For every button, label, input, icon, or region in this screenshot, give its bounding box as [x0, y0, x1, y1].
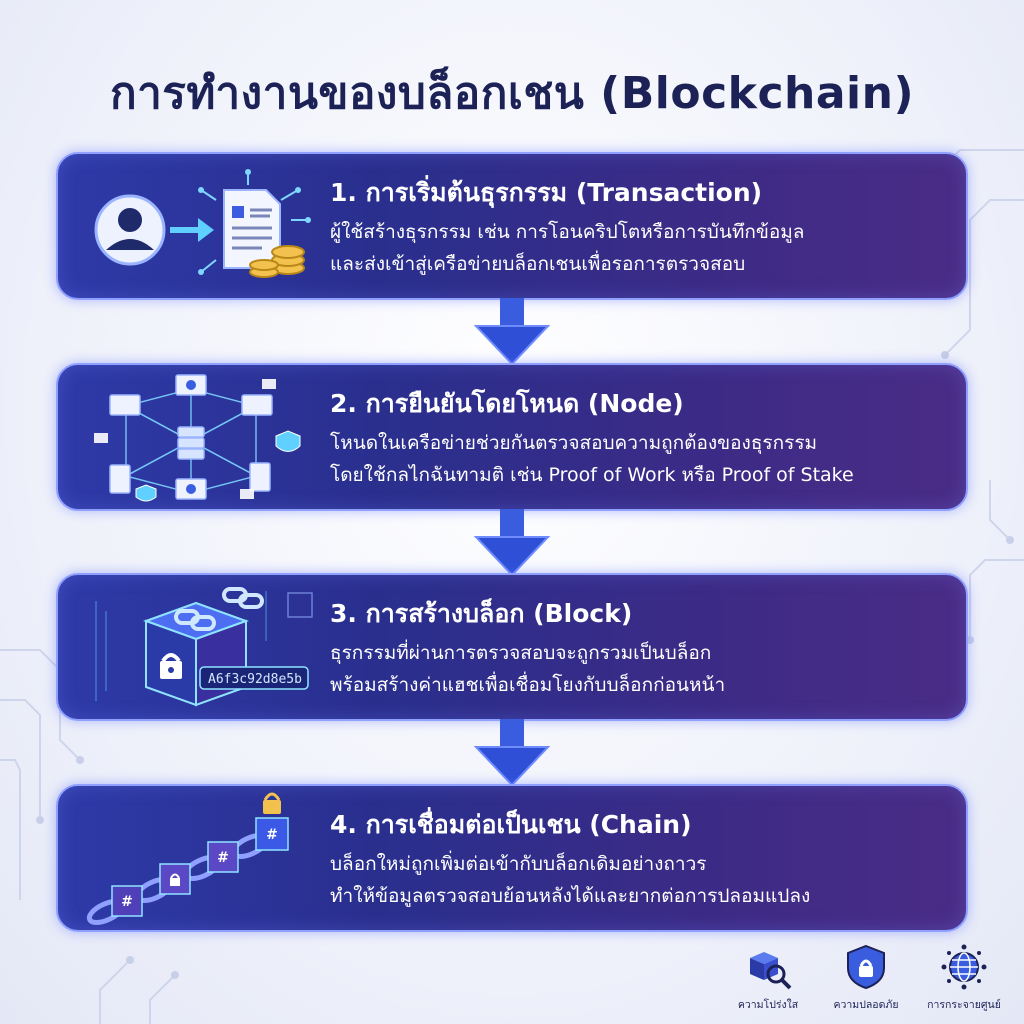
- feature-decentralization: การกระจายศูนย์: [916, 944, 1012, 1014]
- feature-label: ความปลอดภัย: [833, 999, 899, 1011]
- feature-label: ความโปร่งใส: [737, 999, 799, 1011]
- magnifier-cube-icon: [750, 952, 792, 990]
- feature-legend: ความโปร่งใส ความปลอดภัย การกระจายศูนย์: [720, 944, 1010, 1014]
- page-title: การทำงานของบล็อกเชน (Blockchain): [109, 68, 915, 119]
- step-description-line: ธุรกรรมที่ผ่านการตรวจสอบจะถูกรวมเป็นบล็อ…: [330, 642, 712, 664]
- down-arrow-icon: [473, 298, 551, 366]
- feature-label: การกระจายศูนย์: [927, 999, 1001, 1011]
- node-network-icon: [94, 374, 301, 502]
- hash-text: A6f3c92d8e5b: [208, 672, 302, 687]
- step-description-line: ทำให้ข้อมูลตรวจสอบย้อนหลังได้และยากต่อกา…: [330, 885, 811, 907]
- locked-block-icon: A6f3c92d8e5b: [95, 587, 313, 707]
- user-document-coins-icon: [94, 169, 311, 278]
- step-card-transaction: 1. การเริ่มต้นธุรกรรม (Transaction) ผู้ใ…: [56, 152, 968, 300]
- step-title: 4. การเชื่อมต่อเป็นเชน (Chain): [330, 810, 692, 839]
- step-description-line: บล็อกใหม่ถูกเพิ่มต่อเข้ากับบล็อกเดิมอย่า…: [330, 853, 707, 875]
- step-description-line: ผู้ใช้สร้างธุรกรรม เช่น การโอนคริปโตหรือ…: [330, 221, 805, 243]
- step-description-line: พร้อมสร้างค่าแฮชเพื่อเชื่อมโยงกับบล็อกก่…: [330, 674, 726, 696]
- step-title: 3. การสร้างบล็อก (Block): [330, 599, 633, 628]
- down-arrow-icon: [473, 509, 551, 577]
- svg-text:#: #: [266, 827, 278, 843]
- step-description-line: โดยใช้กลไกฉันทามติ เช่น Proof of Work หร…: [330, 464, 854, 486]
- step-card-block: A6f3c92d8e5b 3. การสร้างบล็อก (Block) ธุ…: [56, 573, 968, 721]
- shield-lock-icon: [847, 944, 885, 990]
- down-arrow-icon: [473, 719, 551, 787]
- step-description-line: โหนดในเครือข่ายช่วยกันตรวจสอบความถูกต้อง…: [330, 432, 818, 454]
- globe-network-icon: [941, 944, 987, 990]
- svg-text:#: #: [121, 894, 133, 910]
- step-card-chain: # # # 4. การเชื่อมต่อเป็นเชน (Chain) บล็…: [56, 784, 968, 932]
- feature-transparency: ความโปร่งใส: [720, 944, 816, 1014]
- step-description-line: และส่งเข้าสู่เครือข่ายบล็อกเชนเพื่อรอการ…: [330, 253, 746, 275]
- step-card-node: 2. การยืนยันโดยโหนด (Node) โหนดในเครือข่…: [56, 363, 968, 511]
- feature-security: ความปลอดภัย: [818, 944, 914, 1014]
- step-title: 1. การเริ่มต้นธุรกรรม (Transaction): [330, 178, 763, 207]
- step-title: 2. การยืนยันโดยโหนด (Node): [330, 389, 684, 418]
- block-chain-icon: # # #: [86, 792, 289, 926]
- svg-text:#: #: [217, 850, 229, 866]
